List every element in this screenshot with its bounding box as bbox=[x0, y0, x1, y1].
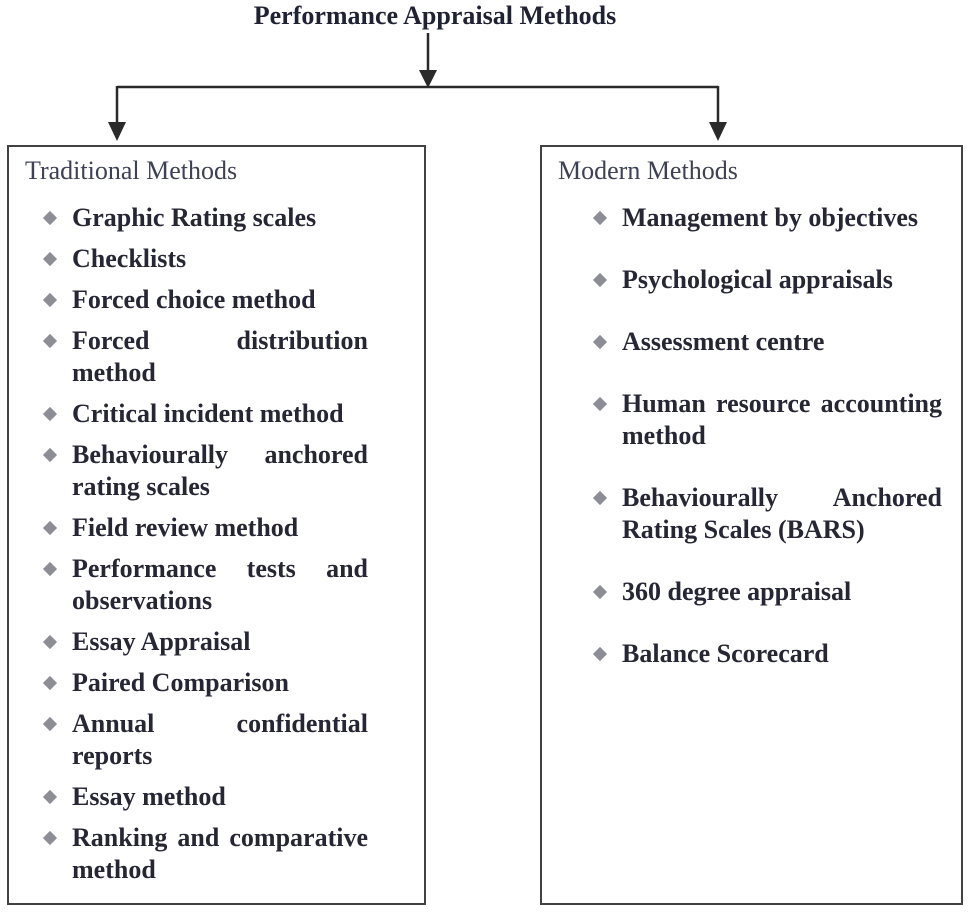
diamond-bullet-icon bbox=[592, 584, 608, 599]
list-item: Graphic Rating scales bbox=[42, 202, 424, 234]
diamond-bullet-icon bbox=[42, 830, 58, 845]
arrow-down-icon bbox=[108, 122, 126, 141]
list-item: Field review method bbox=[42, 512, 424, 544]
diamond-bullet-icon bbox=[42, 561, 58, 576]
list-item: Forced choice method bbox=[42, 284, 424, 316]
list-item-label: Assessment centre bbox=[622, 326, 825, 356]
diamond-bullet-icon bbox=[592, 646, 608, 661]
list-item-label: Forced distribution method bbox=[72, 325, 368, 387]
list-item-label: Psychological appraisals bbox=[622, 264, 893, 294]
list-item-label: Forced choice method bbox=[72, 284, 316, 314]
list-item-label: Essay method bbox=[72, 781, 226, 811]
list-item-label: Graphic Rating scales bbox=[72, 202, 317, 232]
diamond-bullet-icon bbox=[42, 333, 58, 348]
list-item-label: Performance tests and observations bbox=[72, 553, 368, 615]
list-item-label: Checklists bbox=[72, 243, 187, 273]
list-item: Balance Scorecard bbox=[592, 638, 961, 670]
diamond-bullet-icon bbox=[592, 490, 608, 505]
list-item-label: 360 degree appraisal bbox=[622, 576, 852, 606]
diagram-title: Performance Appraisal Methods bbox=[253, 1, 617, 30]
list-item-label: Balance Scorecard bbox=[622, 638, 829, 668]
list-item-label: Annual confidential reports bbox=[72, 708, 368, 770]
list-item: Forced distribution method bbox=[42, 325, 424, 389]
diamond-bullet-icon bbox=[42, 634, 58, 649]
arrow-down-icon bbox=[709, 122, 727, 141]
list-item-label: Ranking and comparative method bbox=[72, 822, 368, 884]
connector-lines bbox=[108, 33, 727, 141]
traditional-methods-header: Traditional Methods bbox=[25, 156, 238, 185]
diamond-bullet-icon bbox=[592, 396, 608, 411]
list-item: 360 degree appraisal bbox=[592, 576, 961, 608]
traditional-methods-list: Graphic Rating scales Checklists Forced … bbox=[9, 202, 424, 886]
list-item: Essay Appraisal bbox=[42, 626, 424, 658]
list-item: Ranking and comparative method bbox=[42, 822, 424, 886]
diamond-bullet-icon bbox=[42, 251, 58, 266]
diamond-bullet-icon bbox=[42, 406, 58, 421]
diamond-bullet-icon bbox=[42, 675, 58, 690]
arrow-down-icon bbox=[419, 70, 437, 88]
modern-methods-header: Modern Methods bbox=[558, 156, 738, 185]
list-item-label: Management by objectives bbox=[622, 202, 919, 232]
diamond-bullet-icon bbox=[42, 292, 58, 307]
diamond-bullet-icon bbox=[42, 210, 58, 225]
modern-methods-box: Modern Methods Management by objectives … bbox=[540, 145, 963, 905]
traditional-methods-box: Traditional Methods Graphic Rating scale… bbox=[7, 145, 426, 905]
list-item-label: Field review method bbox=[72, 512, 299, 542]
list-item: Checklists bbox=[42, 243, 424, 275]
diamond-bullet-icon bbox=[592, 334, 608, 349]
list-item: Paired Comparison bbox=[42, 667, 424, 699]
diamond-bullet-icon bbox=[42, 789, 58, 804]
list-item-label: Behaviourally anchored rating scales bbox=[72, 439, 368, 501]
list-item: Performance tests and observations bbox=[42, 553, 424, 617]
list-item: Psychological appraisals bbox=[592, 264, 961, 296]
list-item: Essay method bbox=[42, 781, 424, 813]
list-item: Behaviourally anchored rating scales bbox=[42, 439, 424, 503]
list-item-label: Essay Appraisal bbox=[72, 626, 251, 656]
list-item-label: Human resource accounting method bbox=[622, 388, 942, 450]
diamond-bullet-icon bbox=[42, 520, 58, 535]
diamond-bullet-icon bbox=[592, 210, 608, 225]
list-item-label: Behaviourally Anchored Rating Scales (BA… bbox=[622, 482, 942, 544]
diamond-bullet-icon bbox=[42, 447, 58, 462]
list-item: Critical incident method bbox=[42, 398, 424, 430]
list-item: Annual confidential reports bbox=[42, 708, 424, 772]
list-item: Assessment centre bbox=[592, 326, 961, 358]
list-item-label: Paired Comparison bbox=[72, 667, 289, 697]
modern-methods-list: Management by objectives Psychological a… bbox=[542, 202, 961, 670]
list-item: Management by objectives bbox=[592, 202, 961, 234]
list-item-label: Critical incident method bbox=[72, 398, 344, 428]
diamond-bullet-icon bbox=[592, 272, 608, 287]
list-item: Behaviourally Anchored Rating Scales (BA… bbox=[592, 482, 961, 546]
diamond-bullet-icon bbox=[42, 716, 58, 731]
list-item: Human resource accounting method bbox=[592, 388, 961, 452]
